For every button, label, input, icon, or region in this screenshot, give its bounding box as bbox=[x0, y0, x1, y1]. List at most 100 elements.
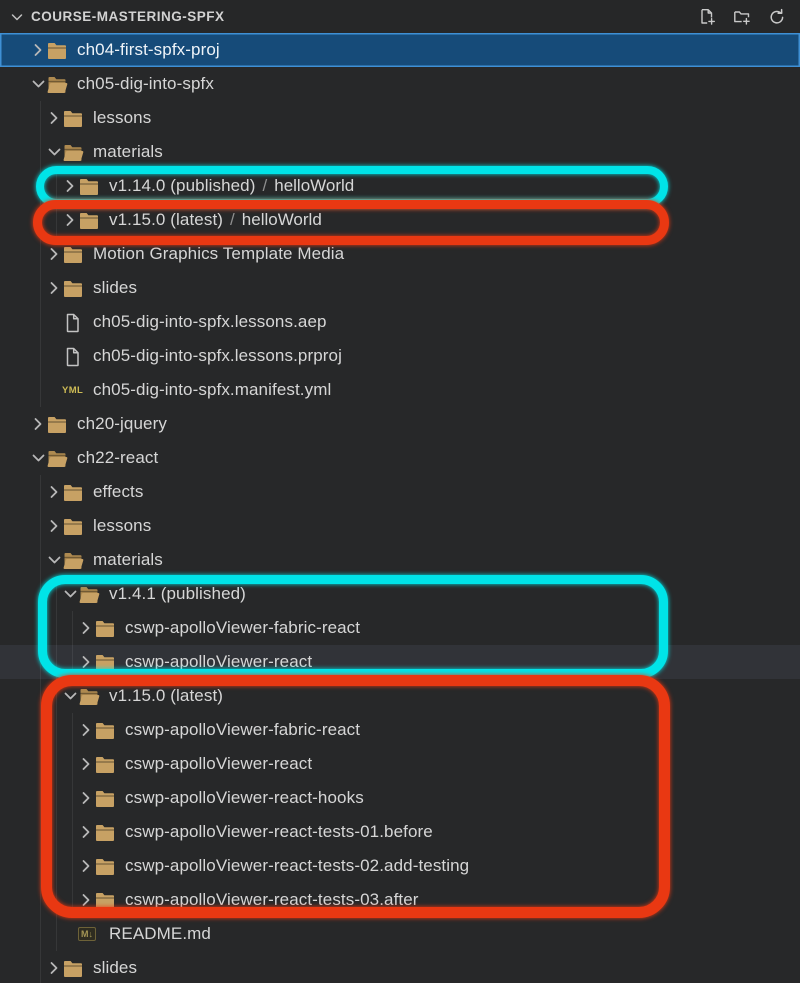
indent-guide bbox=[40, 849, 41, 883]
tree-row[interactable]: Motion Graphics Template Media bbox=[0, 237, 800, 271]
chevron-right-icon[interactable] bbox=[62, 169, 78, 203]
refresh-button[interactable] bbox=[766, 6, 788, 28]
chevron-placeholder bbox=[62, 917, 78, 951]
item-label: v1.15.0 (latest) bbox=[109, 210, 224, 229]
tree-row[interactable]: v1.15.0 (latest)/helloWorld bbox=[0, 203, 800, 237]
chevron-right-icon[interactable] bbox=[78, 611, 94, 645]
chevron-down-icon[interactable] bbox=[9, 9, 25, 25]
tree-row[interactable]: cswp-apolloViewer-react-tests-01.before bbox=[0, 815, 800, 849]
explorer-section-header[interactable]: COURSE-MASTERING-SPFX bbox=[0, 0, 800, 33]
tree-row[interactable]: v1.15.0 (latest) bbox=[0, 679, 800, 713]
chevron-right-icon[interactable] bbox=[46, 475, 62, 509]
tree-row[interactable]: M↓README.md bbox=[0, 917, 800, 951]
item-sublabel: helloWorld bbox=[241, 210, 322, 229]
chevron-down-icon[interactable] bbox=[62, 679, 78, 713]
indent-guide bbox=[40, 577, 41, 611]
folder-icon bbox=[78, 169, 102, 203]
file-icon bbox=[62, 339, 86, 373]
chevron-right-icon[interactable] bbox=[46, 237, 62, 271]
chevron-down-icon[interactable] bbox=[30, 441, 46, 475]
chevron-right-icon[interactable] bbox=[78, 781, 94, 815]
indent-guide bbox=[40, 917, 41, 951]
tree-row[interactable]: cswp-apolloViewer-react-hooks bbox=[0, 781, 800, 815]
chevron-right-icon[interactable] bbox=[62, 203, 78, 237]
chevron-down-icon[interactable] bbox=[30, 67, 46, 101]
indent-guide bbox=[40, 339, 41, 373]
item-label: lessons bbox=[93, 516, 152, 535]
chevron-right-icon[interactable] bbox=[46, 271, 62, 305]
folder-open-icon bbox=[46, 67, 70, 101]
indent-guide bbox=[56, 577, 57, 611]
new-file-icon bbox=[697, 7, 717, 27]
item-label: ch05-dig-into-spfx bbox=[77, 74, 214, 93]
folder-icon bbox=[94, 849, 118, 883]
folder-icon bbox=[62, 237, 86, 271]
chevron-right-icon[interactable] bbox=[46, 101, 62, 135]
chevron-placeholder bbox=[46, 305, 62, 339]
indent-guide bbox=[56, 611, 57, 645]
tree-row[interactable]: slides bbox=[0, 271, 800, 305]
new-file-button[interactable] bbox=[696, 6, 718, 28]
indent-guide bbox=[72, 849, 73, 883]
indent-guide bbox=[40, 101, 41, 135]
indent-guide bbox=[40, 713, 41, 747]
indent-guide bbox=[56, 679, 57, 713]
tree-row[interactable]: materials bbox=[0, 135, 800, 169]
explorer-header-actions bbox=[696, 6, 788, 28]
tree-row[interactable]: lessons bbox=[0, 509, 800, 543]
item-label: README.md bbox=[109, 924, 211, 943]
item-label: cswp-apolloViewer-fabric-react bbox=[125, 720, 361, 739]
tree-row[interactable]: slides bbox=[0, 951, 800, 983]
tree-row[interactable]: ch05-dig-into-spfx bbox=[0, 67, 800, 101]
tree-row[interactable]: lessons bbox=[0, 101, 800, 135]
tree-row[interactable]: v1.4.1 (published) bbox=[0, 577, 800, 611]
folder-open-icon bbox=[62, 543, 86, 577]
tree-row[interactable]: cswp-apolloViewer-fabric-react bbox=[0, 611, 800, 645]
new-folder-button[interactable] bbox=[731, 6, 753, 28]
chevron-right-icon[interactable] bbox=[78, 713, 94, 747]
tree-row[interactable]: v1.14.0 (published)/helloWorld bbox=[0, 169, 800, 203]
folder-icon bbox=[62, 271, 86, 305]
tree-row[interactable]: ch20-jquery bbox=[0, 407, 800, 441]
item-label: ch05-dig-into-spfx.lessons.prproj bbox=[93, 346, 342, 365]
chevron-down-icon[interactable] bbox=[62, 577, 78, 611]
file-icon bbox=[62, 305, 86, 339]
item-label: ch05-dig-into-spfx.manifest.yml bbox=[93, 380, 332, 399]
item-label: slides bbox=[93, 278, 138, 297]
chevron-right-icon[interactable] bbox=[46, 509, 62, 543]
chevron-right-icon[interactable] bbox=[78, 747, 94, 781]
chevron-right-icon[interactable] bbox=[46, 951, 62, 983]
indent-guide bbox=[40, 951, 41, 983]
indent-guide bbox=[40, 203, 41, 237]
tree-row[interactable]: ch22-react bbox=[0, 441, 800, 475]
tree-row[interactable]: effects bbox=[0, 475, 800, 509]
tree-row[interactable]: ch05-dig-into-spfx.lessons.aep bbox=[0, 305, 800, 339]
chevron-right-icon[interactable] bbox=[78, 645, 94, 679]
chevron-right-icon[interactable] bbox=[30, 407, 46, 441]
tree-row[interactable]: cswp-apolloViewer-react-tests-03.after bbox=[0, 883, 800, 917]
chevron-right-icon[interactable] bbox=[78, 815, 94, 849]
indent-guide bbox=[40, 611, 41, 645]
tree-row[interactable]: materials bbox=[0, 543, 800, 577]
indent-guide bbox=[40, 373, 41, 407]
chevron-right-icon[interactable] bbox=[78, 849, 94, 883]
tree-row[interactable]: cswp-apolloViewer-react bbox=[0, 645, 800, 679]
tree-row[interactable]: cswp-apolloViewer-fabric-react bbox=[0, 713, 800, 747]
item-label: materials bbox=[93, 142, 163, 161]
indent-guide bbox=[56, 781, 57, 815]
tree-row[interactable]: ch05-dig-into-spfx.lessons.prproj bbox=[0, 339, 800, 373]
chevron-right-icon[interactable] bbox=[30, 33, 46, 67]
tree-row[interactable]: cswp-apolloViewer-react-tests-02.add-tes… bbox=[0, 849, 800, 883]
tree-row[interactable]: ch04-first-spfx-proj bbox=[0, 33, 800, 67]
folder-icon bbox=[94, 713, 118, 747]
folder-icon bbox=[62, 475, 86, 509]
indent-guide bbox=[56, 849, 57, 883]
indent-guide bbox=[56, 203, 57, 237]
indent-guide bbox=[40, 305, 41, 339]
chevron-down-icon[interactable] bbox=[46, 135, 62, 169]
chevron-down-icon[interactable] bbox=[46, 543, 62, 577]
chevron-right-icon[interactable] bbox=[78, 883, 94, 917]
tree-row[interactable]: cswp-apolloViewer-react bbox=[0, 747, 800, 781]
